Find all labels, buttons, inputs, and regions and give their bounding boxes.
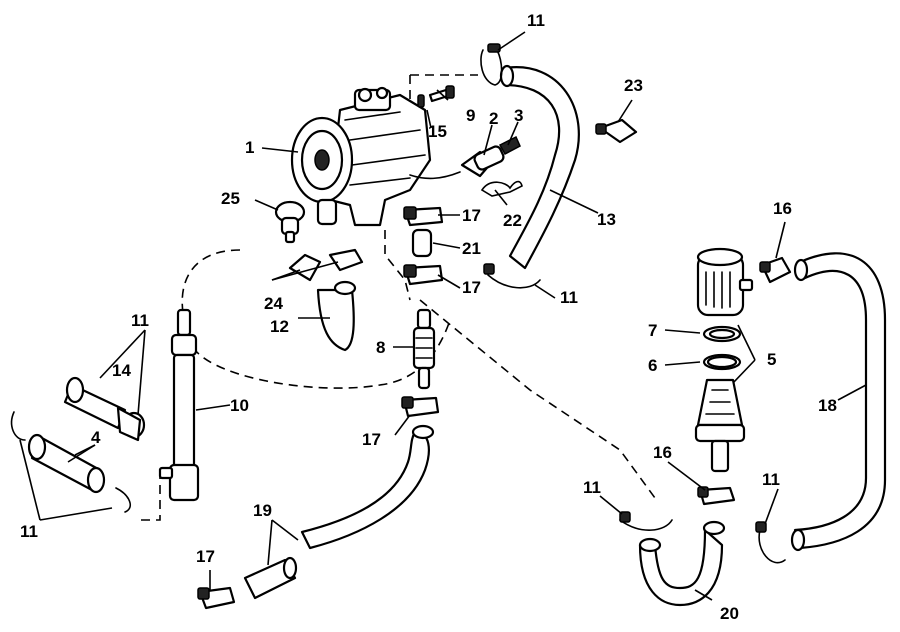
callout-10: 10	[230, 396, 249, 415]
callout-12: 12	[270, 317, 289, 336]
callout-11-top: 11	[527, 11, 545, 30]
callout-1: 1	[245, 138, 254, 157]
primer-valve	[460, 135, 521, 178]
callout-22: 22	[503, 211, 522, 230]
callout-15: 15	[428, 122, 447, 141]
callout-numbers: 1 2 3 4 5 6 7 8 9 10 11 11 11 11 11 11 1…	[20, 11, 837, 623]
callout-16-top: 16	[773, 199, 792, 218]
screw-and-washer	[417, 85, 455, 108]
callout-17-top: 17	[462, 206, 481, 225]
callout-11-left-upper: 11	[131, 311, 149, 330]
callout-16-bottom: 16	[653, 443, 672, 462]
callout-24: 24	[264, 294, 283, 313]
callout-17-bottom: 17	[196, 547, 215, 566]
hose-clips-11	[480, 43, 786, 564]
callout-3: 3	[514, 106, 523, 125]
callout-7: 7	[648, 321, 657, 340]
y-hose	[316, 280, 357, 352]
hose-13	[499, 64, 580, 270]
callout-13: 13	[597, 210, 616, 229]
hose-19	[243, 424, 435, 600]
callout-20: 20	[720, 604, 739, 623]
callout-leaders	[19, 31, 867, 601]
check-valve	[274, 200, 306, 244]
callout-21: 21	[462, 239, 481, 258]
callout-18: 18	[818, 396, 837, 415]
callout-11-mid: 11	[560, 288, 578, 307]
fuel-pump-assembly	[290, 86, 461, 227]
callout-8: 8	[376, 338, 385, 357]
callout-9: 9	[466, 106, 475, 125]
o-rings	[702, 325, 742, 371]
clamps-16	[697, 256, 792, 506]
hose-20	[638, 520, 726, 607]
hose-clamps-24	[288, 248, 364, 282]
inline-filter	[412, 308, 436, 390]
callout-14: 14	[112, 361, 131, 380]
callout-17-mid: 17	[362, 430, 381, 449]
callout-4: 4	[91, 428, 101, 447]
callout-11-left-lower: 11	[20, 522, 38, 541]
callout-17-upper-mid: 17	[462, 278, 481, 297]
callout-25: 25	[221, 189, 240, 208]
fuel-filter	[694, 247, 754, 473]
clamps-and-connector	[403, 206, 444, 286]
callout-5: 5	[767, 350, 776, 369]
clamp-17-mid	[401, 396, 440, 418]
fittings-14	[63, 376, 146, 442]
callout-2: 2	[489, 109, 498, 128]
callout-11-bottom-mid: 11	[583, 478, 601, 497]
clamp-17-bottom	[197, 586, 236, 610]
callout-6: 6	[648, 356, 657, 375]
hose-18	[790, 252, 887, 552]
hoses-4	[10, 411, 132, 513]
callout-19: 19	[253, 501, 272, 520]
wire-clip	[480, 180, 523, 197]
primer-bulb-10	[158, 308, 200, 502]
callout-23: 23	[624, 76, 643, 95]
callout-11-bottom-right: 11	[762, 470, 780, 489]
connector-23	[595, 118, 638, 144]
